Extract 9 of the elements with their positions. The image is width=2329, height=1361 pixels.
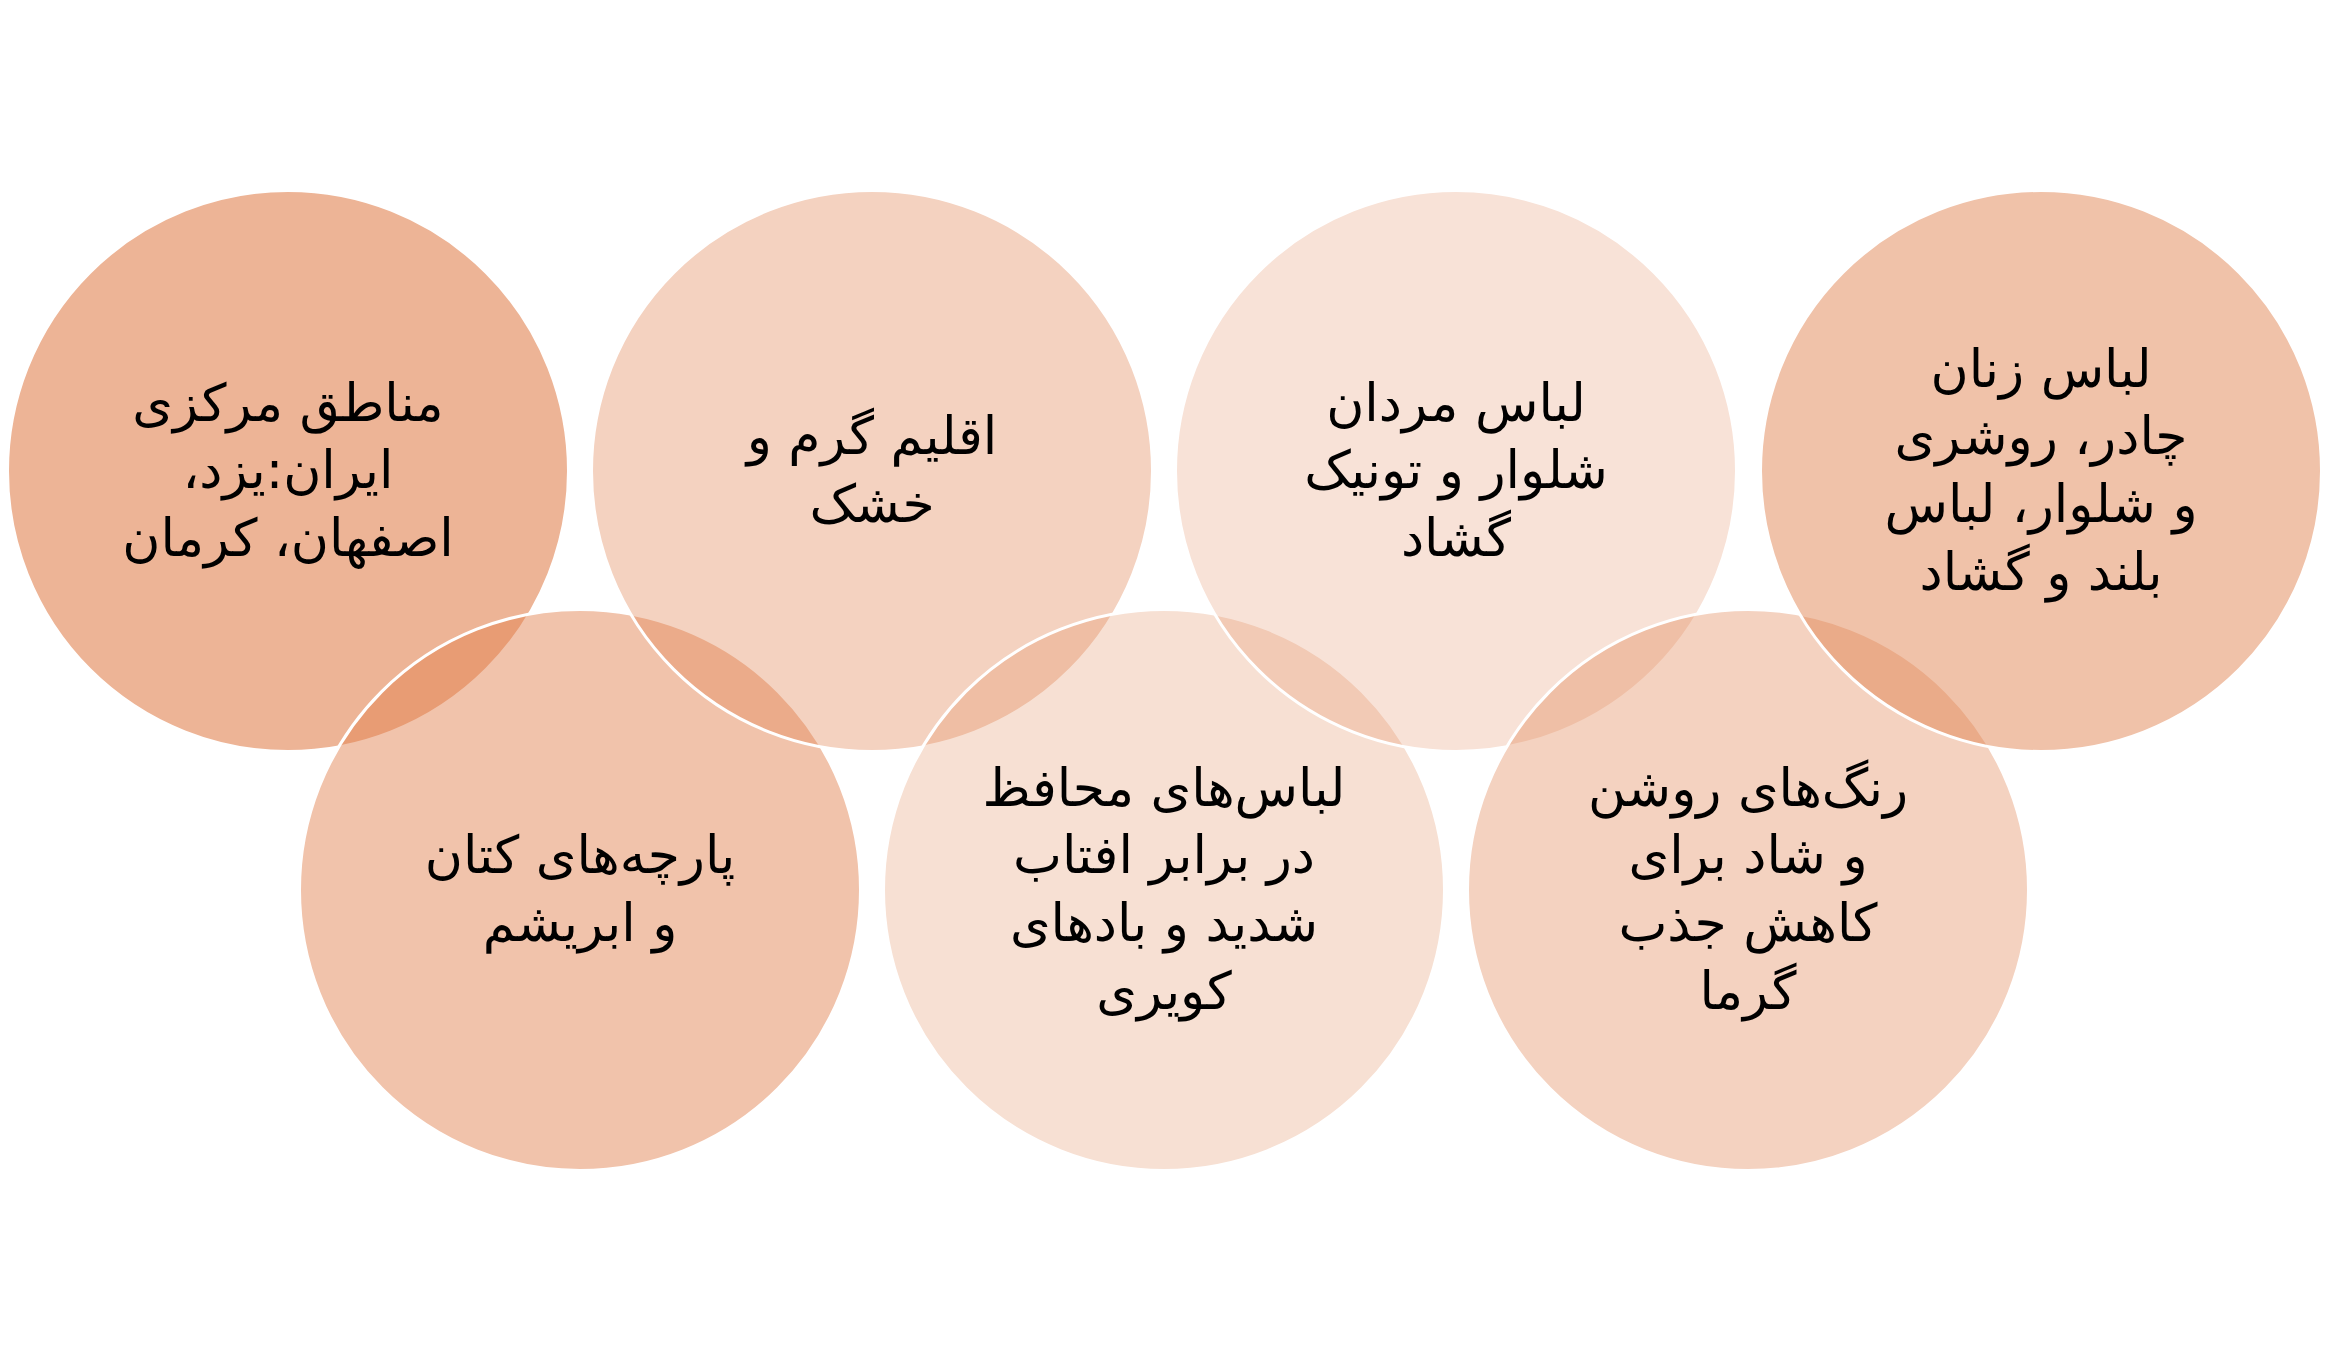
node-text: لباس‌های محافظ در برابر افتاب شدید و بادهای کویری bbox=[981, 756, 1347, 1024]
node-text: چادر، روشری و شلوار، لباس بلند و گشاد bbox=[1884, 405, 2198, 605]
node-text: شلوار و تونیک گشاد bbox=[1303, 439, 1609, 570]
node-text: اقلیم گرم و خشک bbox=[743, 405, 999, 536]
node-text: پارچه‌های کتان و ابریشم bbox=[423, 824, 737, 956]
node-text: مناطق مرکزی ایران:یزد، اصفهان، کرمان bbox=[121, 371, 455, 571]
node-text: لباس زنان bbox=[1930, 337, 2152, 402]
node-text: رنگ‌های روشن و شاد برای کاهش جذب گرما bbox=[1587, 756, 1909, 1024]
node-text: لباس مردان bbox=[1326, 371, 1586, 436]
